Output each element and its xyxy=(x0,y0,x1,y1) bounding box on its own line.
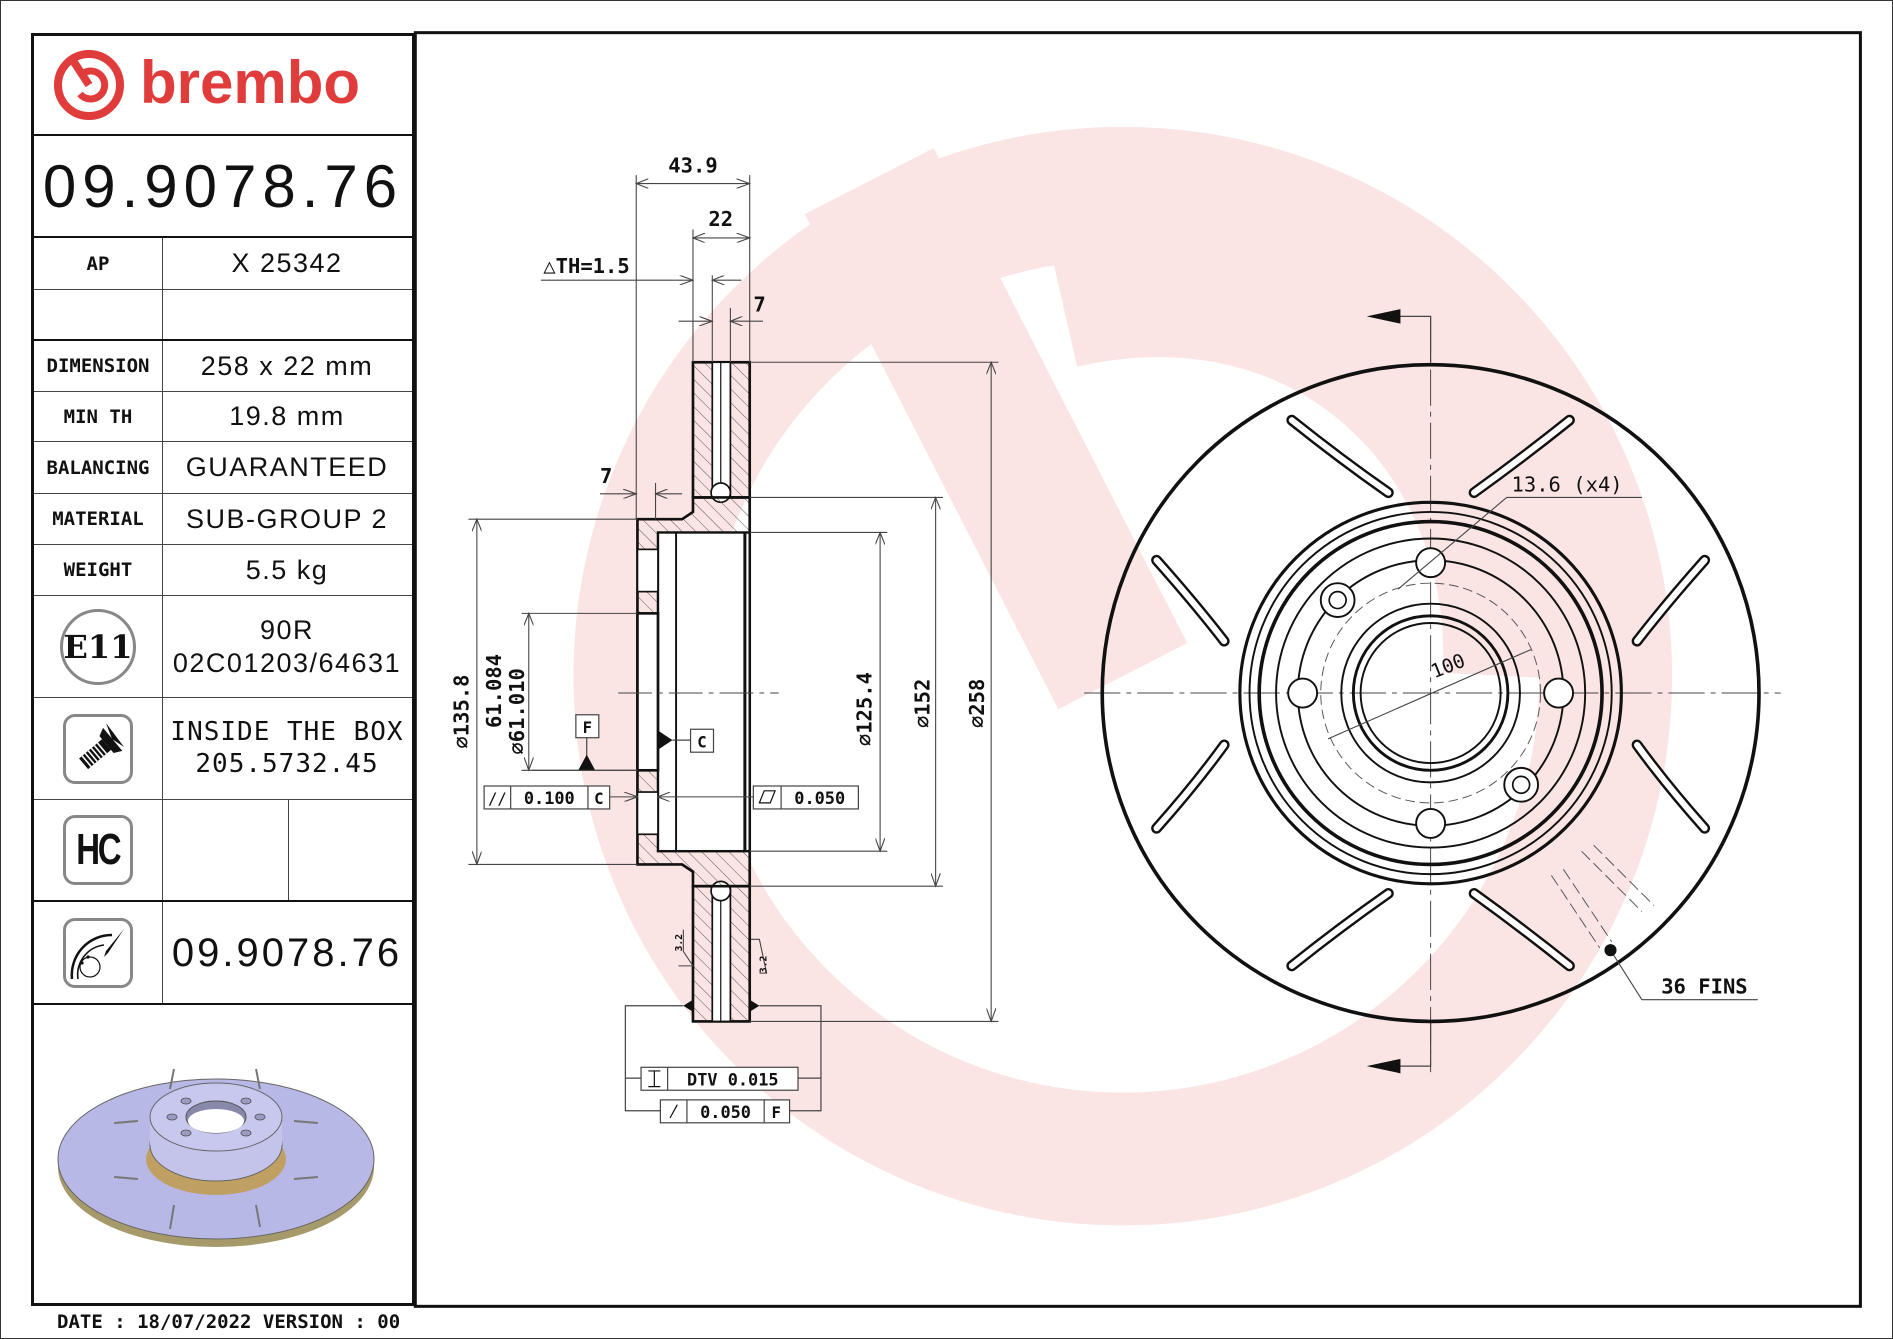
dia-125: ⌀125.4 xyxy=(853,672,877,746)
row-disc-marking: 09.9078.76 xyxy=(34,902,412,1005)
dia-bore-max: 61.084 xyxy=(482,654,506,728)
homologation-line2: 02C01203/64631 xyxy=(172,647,402,678)
weight-value: 5.5 kg xyxy=(245,554,329,585)
svg-text:0.100: 0.100 xyxy=(524,788,575,808)
screw-line1: INSIDE THE BOX xyxy=(170,717,404,748)
svg-text:3.2: 3.2 xyxy=(759,956,770,973)
svg-text:0.050: 0.050 xyxy=(794,788,845,808)
disc-marking-value: 09.9078.76 xyxy=(171,930,403,975)
spec-table: brembo 09.9078.76 AP X 25342 DIMENSION 2… xyxy=(31,33,415,1306)
row-homologation: E11 90R 02C01203/64631 xyxy=(34,596,412,698)
flatness-tolerance-frame: 0.050 xyxy=(658,785,859,810)
hc-icon: HC xyxy=(63,815,133,885)
row-hc: HC xyxy=(34,800,412,902)
svg-text:DTV 0.015: DTV 0.015 xyxy=(687,1069,779,1089)
row-ap: AP X 25342 xyxy=(34,238,412,290)
fins-label: 36 FINS xyxy=(1661,975,1747,999)
part-number-text: 09.9078.76 xyxy=(42,152,404,220)
min-th-value: 19.8 mm xyxy=(229,401,345,432)
brembo-logo-icon xyxy=(54,50,124,120)
dia-258: ⌀258 xyxy=(965,679,989,728)
weight-label: WEIGHT xyxy=(34,545,163,595)
dia-bore-min: ⌀61.010 xyxy=(505,668,529,754)
surface-roughness-symbol: 3.2 3.2 xyxy=(674,929,770,974)
dim-hat-flange: 7 xyxy=(600,464,612,488)
row-weight: WEIGHT 5.5 kg xyxy=(34,545,412,596)
svg-text://: // xyxy=(488,789,507,808)
dtv-runout-frames: DTV 0.015 0.050 F xyxy=(624,999,822,1124)
bolt-hole-label: 13.6 (x4) xyxy=(1512,472,1623,496)
parallelism-tolerance-frame: // 0.100 C xyxy=(483,785,637,810)
row-balancing: BALANCING GUARANTEED xyxy=(34,442,412,494)
svg-text:F: F xyxy=(583,718,592,737)
row-min-th: MIN TH 19.8 mm xyxy=(34,392,412,442)
svg-text:0.050: 0.050 xyxy=(700,1102,751,1122)
datum-f-symbol: F xyxy=(531,714,638,771)
dimension-label: DIMENSION xyxy=(34,341,163,391)
row-dimension: DIMENSION 258 x 22 mm xyxy=(34,341,412,392)
dia-135: ⌀135.8 xyxy=(449,674,473,748)
section-view: 43.9 22 △TH=1.5 7 7 ⌀135.8 61.084 ⌀61.01… xyxy=(449,154,999,1124)
dim-thickness: 22 xyxy=(708,207,733,231)
product-render xyxy=(34,1005,412,1303)
homologation-line1: 90R xyxy=(259,615,315,646)
ap-value: X 25342 xyxy=(231,248,343,279)
svg-text:C: C xyxy=(697,732,706,751)
hc-divider xyxy=(288,800,289,900)
screw-icon xyxy=(63,713,133,784)
svg-text:C: C xyxy=(594,789,603,808)
brake-disc-render-icon xyxy=(57,1068,375,1247)
row-material: MATERIAL SUB-GROUP 2 xyxy=(34,494,412,545)
row-screw: INSIDE THE BOX 205.5732.45 xyxy=(34,698,412,800)
material-value: SUB-GROUP 2 xyxy=(185,503,389,534)
disc-marking-icon xyxy=(63,917,133,988)
dimension-value: 258 x 22 mm xyxy=(200,350,374,381)
ap-label: AP xyxy=(34,238,163,289)
e11-homologation-icon: E11 xyxy=(60,608,136,685)
front-view: 13.6 (x4) 100 36 FINS xyxy=(1084,309,1781,1074)
min-th-label: MIN TH xyxy=(34,392,163,441)
svg-text:F: F xyxy=(772,1103,781,1122)
dim-overall-width: 43.9 xyxy=(668,154,717,178)
datum-c-symbol: C xyxy=(657,728,715,753)
drawing-frame xyxy=(413,31,1862,1308)
row-blank xyxy=(34,290,412,341)
svg-text:3.2: 3.2 xyxy=(674,934,685,951)
brand-logo: brembo xyxy=(34,36,412,136)
date-version: DATE : 18/07/2022 VERSION : 00 xyxy=(57,1311,401,1333)
screw-part-number: 205.5732.45 xyxy=(195,748,379,779)
balancing-label: BALANCING xyxy=(34,442,163,493)
dia-152: ⌀152 xyxy=(911,679,935,728)
balancing-value: GUARANTEED xyxy=(185,452,389,483)
part-number: 09.9078.76 xyxy=(34,136,412,238)
brand-name: brembo xyxy=(140,48,361,116)
dim-delta-th: △TH=1.5 xyxy=(543,254,629,278)
dim-cheek: 7 xyxy=(753,293,765,317)
material-label: MATERIAL xyxy=(34,494,163,544)
